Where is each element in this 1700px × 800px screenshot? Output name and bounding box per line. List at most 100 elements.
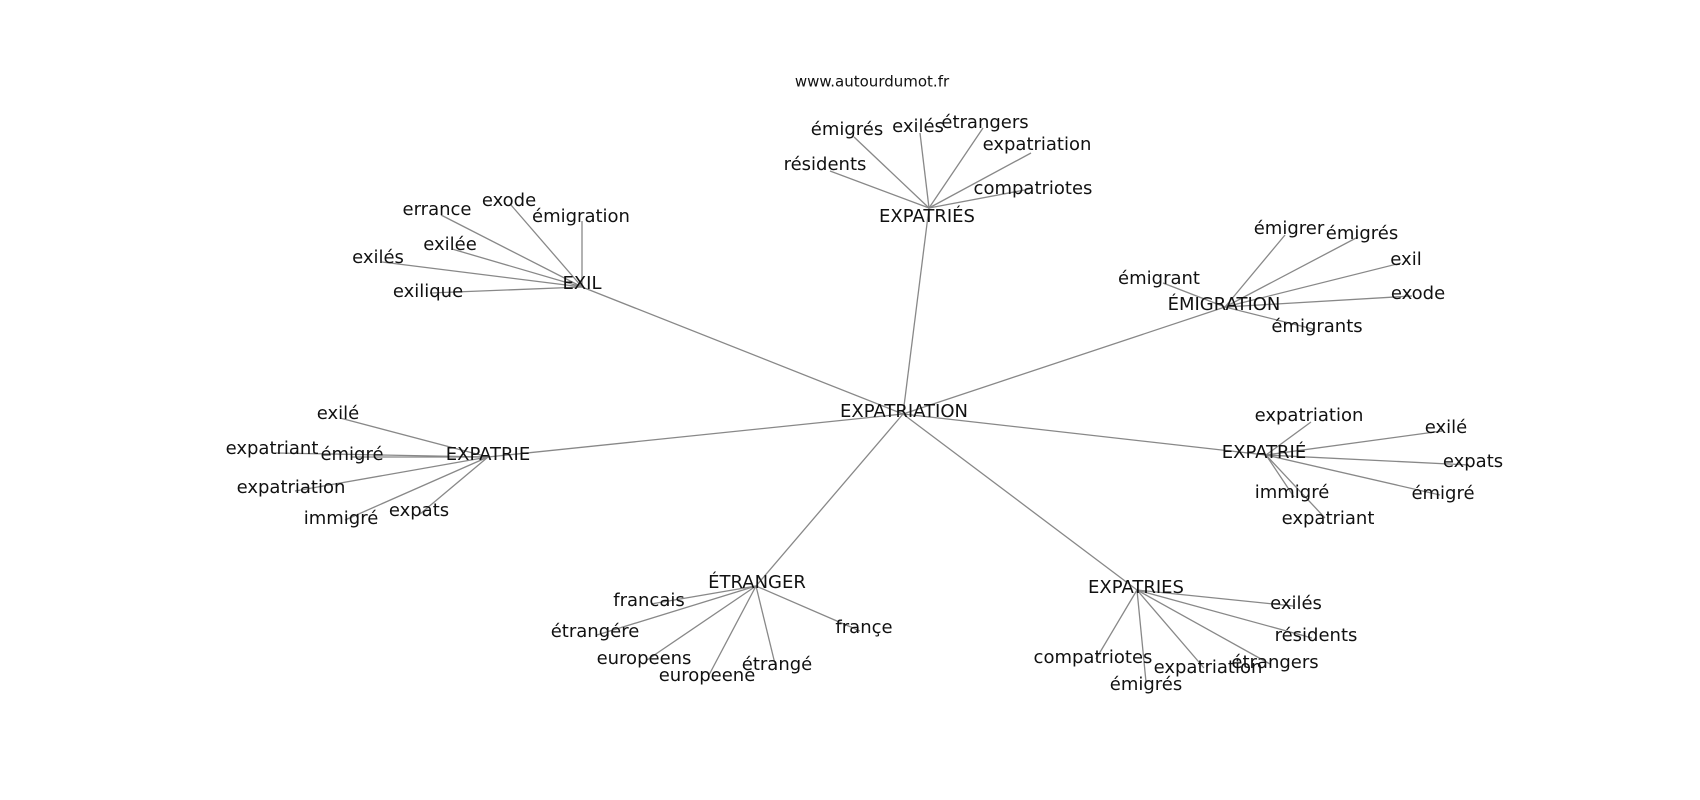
word-node[interactable]: compatriotes (1034, 647, 1153, 668)
edge-hub-to-word (1224, 234, 1286, 308)
edge-hub-to-word (1224, 295, 1413, 308)
edge-hub-to-word (928, 152, 1032, 209)
word-node[interactable]: exilés (892, 116, 944, 137)
word-node[interactable]: exil (1390, 249, 1421, 270)
word-node[interactable]: exode (482, 190, 536, 211)
hub-node[interactable]: EXPATRIÉS (879, 205, 975, 227)
word-node[interactable]: exilée (423, 234, 477, 255)
word-node[interactable]: émigrés (811, 119, 884, 140)
edge-hub-to-word (708, 585, 757, 676)
word-node[interactable]: europeens (597, 648, 692, 669)
edge-hub-to-word (510, 204, 583, 288)
labels-layer: www.autourdumot.fr EXPATRIATION EXPATRIÉS… (226, 73, 1504, 696)
word-node[interactable]: émigré (1411, 483, 1474, 504)
edge-hub-to-word (339, 417, 489, 458)
word-node[interactable]: immigré (1255, 482, 1330, 503)
edge-hub-to-word (755, 585, 861, 632)
word-node[interactable]: exode (1391, 283, 1445, 304)
word-node[interactable]: émigrant (1118, 268, 1200, 289)
edge-hub-to-word (1095, 589, 1138, 660)
word-node[interactable]: exilé (1425, 417, 1468, 438)
word-node[interactable]: expats (1443, 451, 1503, 472)
word-node[interactable]: exilés (1270, 593, 1322, 614)
word-node[interactable]: exilés (352, 247, 404, 268)
word-node[interactable]: expatriation (1255, 405, 1364, 426)
word-node[interactable]: expats (389, 500, 449, 521)
word-node[interactable]: émigrer (1254, 218, 1325, 239)
word-node[interactable]: expatriation (983, 134, 1092, 155)
word-node[interactable]: expatriant (1282, 508, 1375, 529)
hub-node[interactable]: ÉTRANGER (708, 571, 806, 593)
edge-hub-to-word (1224, 236, 1359, 308)
site-label[interactable]: www.autourdumot.fr (795, 73, 950, 91)
word-node[interactable]: exilé (317, 403, 360, 424)
hub-node[interactable]: ÉMIGRATION (1168, 293, 1281, 315)
edge-hub-to-word (1265, 454, 1295, 498)
edge-center-to-hub (755, 413, 904, 587)
edge-hub-to-word (650, 585, 757, 605)
word-node[interactable]: étrangers (941, 112, 1028, 133)
word-node[interactable]: françe (835, 617, 892, 638)
edge-hub-to-word (1136, 589, 1271, 665)
edge-hub-to-word (1265, 430, 1443, 456)
edge-hub-to-word (1224, 306, 1314, 330)
edge-hub-to-word (419, 456, 489, 515)
edge-center-to-hub (902, 306, 1226, 415)
edge-hub-to-word (1162, 282, 1226, 308)
edge-center-to-hub (487, 413, 904, 458)
word-node[interactable]: errance (403, 199, 472, 220)
word-node[interactable]: immigré (304, 508, 379, 529)
edge-hub-to-word (440, 214, 583, 288)
word-node[interactable]: émigrés (1326, 223, 1399, 244)
edge-hub-to-word (928, 188, 1031, 209)
edge-center-to-hub (902, 207, 930, 415)
hub-node[interactable]: EXPATRIES (1088, 577, 1184, 598)
hub-node[interactable]: EXPATRIÉ (1222, 441, 1307, 463)
edge-hub-to-word (1136, 589, 1147, 683)
edges-layer (275, 127, 1470, 683)
word-node[interactable]: émigrés (1110, 674, 1183, 695)
edge-hub-to-word (381, 261, 583, 288)
word-node[interactable]: étrangé (742, 654, 812, 675)
edge-hub-to-word (429, 286, 583, 294)
edge-hub-to-word (596, 585, 757, 636)
word-node[interactable]: résidents (784, 154, 867, 175)
edge-hub-to-word (275, 452, 489, 458)
edge-hub-to-word (1136, 589, 1313, 639)
edge-hub-to-word (1224, 262, 1402, 308)
edge-hub-to-word (853, 136, 930, 209)
word-node[interactable]: exilique (393, 281, 463, 302)
edge-hub-to-word (928, 127, 984, 209)
word-node[interactable]: expatriation (1154, 657, 1263, 678)
edge-hub-to-word (919, 132, 930, 209)
edge-hub-to-word (1265, 454, 1326, 519)
word-node[interactable]: europeene (659, 665, 756, 686)
word-node[interactable]: résidents (1275, 625, 1358, 646)
edge-hub-to-word (344, 456, 489, 521)
word-node[interactable]: expatriation (237, 477, 346, 498)
center-node[interactable]: EXPATRIATION (840, 401, 968, 422)
word-node[interactable]: émigration (532, 206, 630, 227)
edge-center-to-hub (581, 286, 904, 415)
word-node[interactable]: émigrants (1271, 316, 1362, 337)
edge-center-to-hub (902, 413, 1138, 591)
edge-hub-to-word (294, 456, 489, 492)
edge-hub-to-word (755, 585, 777, 669)
hub-node[interactable]: EXIL (562, 273, 601, 294)
edge-center-to-hub (902, 413, 1267, 456)
word-node[interactable]: compatriotes (974, 178, 1093, 199)
word-node[interactable]: étrangers (1231, 652, 1318, 673)
word-node[interactable]: émigré (320, 444, 383, 465)
edge-hub-to-word (451, 248, 583, 288)
word-node[interactable]: expatriant (226, 438, 319, 459)
hub-node[interactable]: EXPATRIE (446, 444, 531, 465)
word-node[interactable]: étrangére (551, 621, 640, 642)
edge-hub-to-word (1265, 454, 1470, 466)
edge-hub-to-word (646, 585, 757, 661)
edge-hub-to-word (829, 170, 930, 209)
word-node[interactable]: francais (613, 590, 684, 611)
edge-hub-to-word (1265, 454, 1441, 496)
edge-hub-to-word (1136, 589, 1294, 607)
edge-hub-to-word (1136, 589, 1205, 669)
